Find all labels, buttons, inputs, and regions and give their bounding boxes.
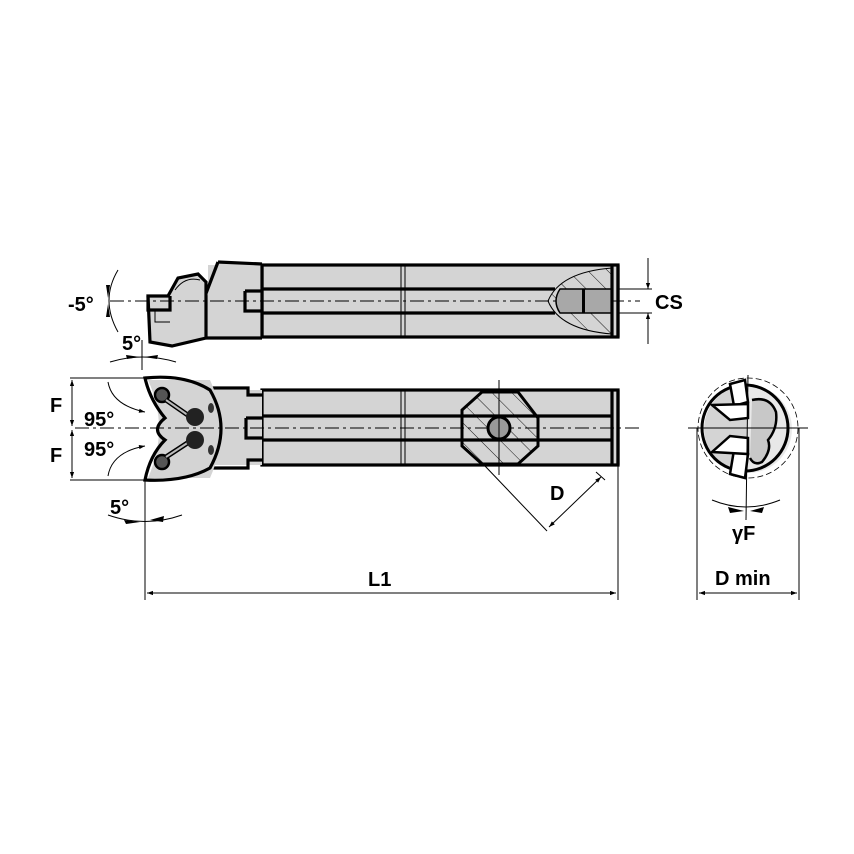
min-bore-label: D min: [715, 568, 771, 590]
angle-95-lower-label: 95°: [84, 439, 114, 461]
side-head: [148, 380, 221, 478]
l1-label: L1: [368, 569, 391, 591]
side-view: D F F 95° 95° 5°: [50, 375, 640, 600]
top-insert-holder: [148, 274, 206, 346]
top-clearance-label: 5°: [122, 333, 141, 355]
side-shank-body: [262, 390, 618, 465]
offset-f-lower-label: F: [50, 445, 62, 467]
lower-insert-screw: [153, 453, 171, 471]
lower-clamp-screw: [186, 431, 204, 449]
offset-f-upper-label: F: [50, 395, 62, 417]
upper-insert-screw: [153, 386, 171, 404]
diameter-label: D: [550, 483, 564, 505]
upper-clamp-screw: [186, 408, 204, 426]
end-view: γF D min: [688, 374, 808, 600]
rake-angle-label: γF: [732, 523, 755, 545]
side-clearance-label: 5°: [110, 497, 129, 519]
lead-angle-label: -5°: [68, 294, 94, 316]
cs-label: CS: [655, 292, 683, 314]
top-view: CS -5° 5°: [68, 258, 683, 370]
overall-length-dimension: L1: [147, 465, 619, 600]
angle-95-upper-label: 95°: [84, 409, 114, 431]
